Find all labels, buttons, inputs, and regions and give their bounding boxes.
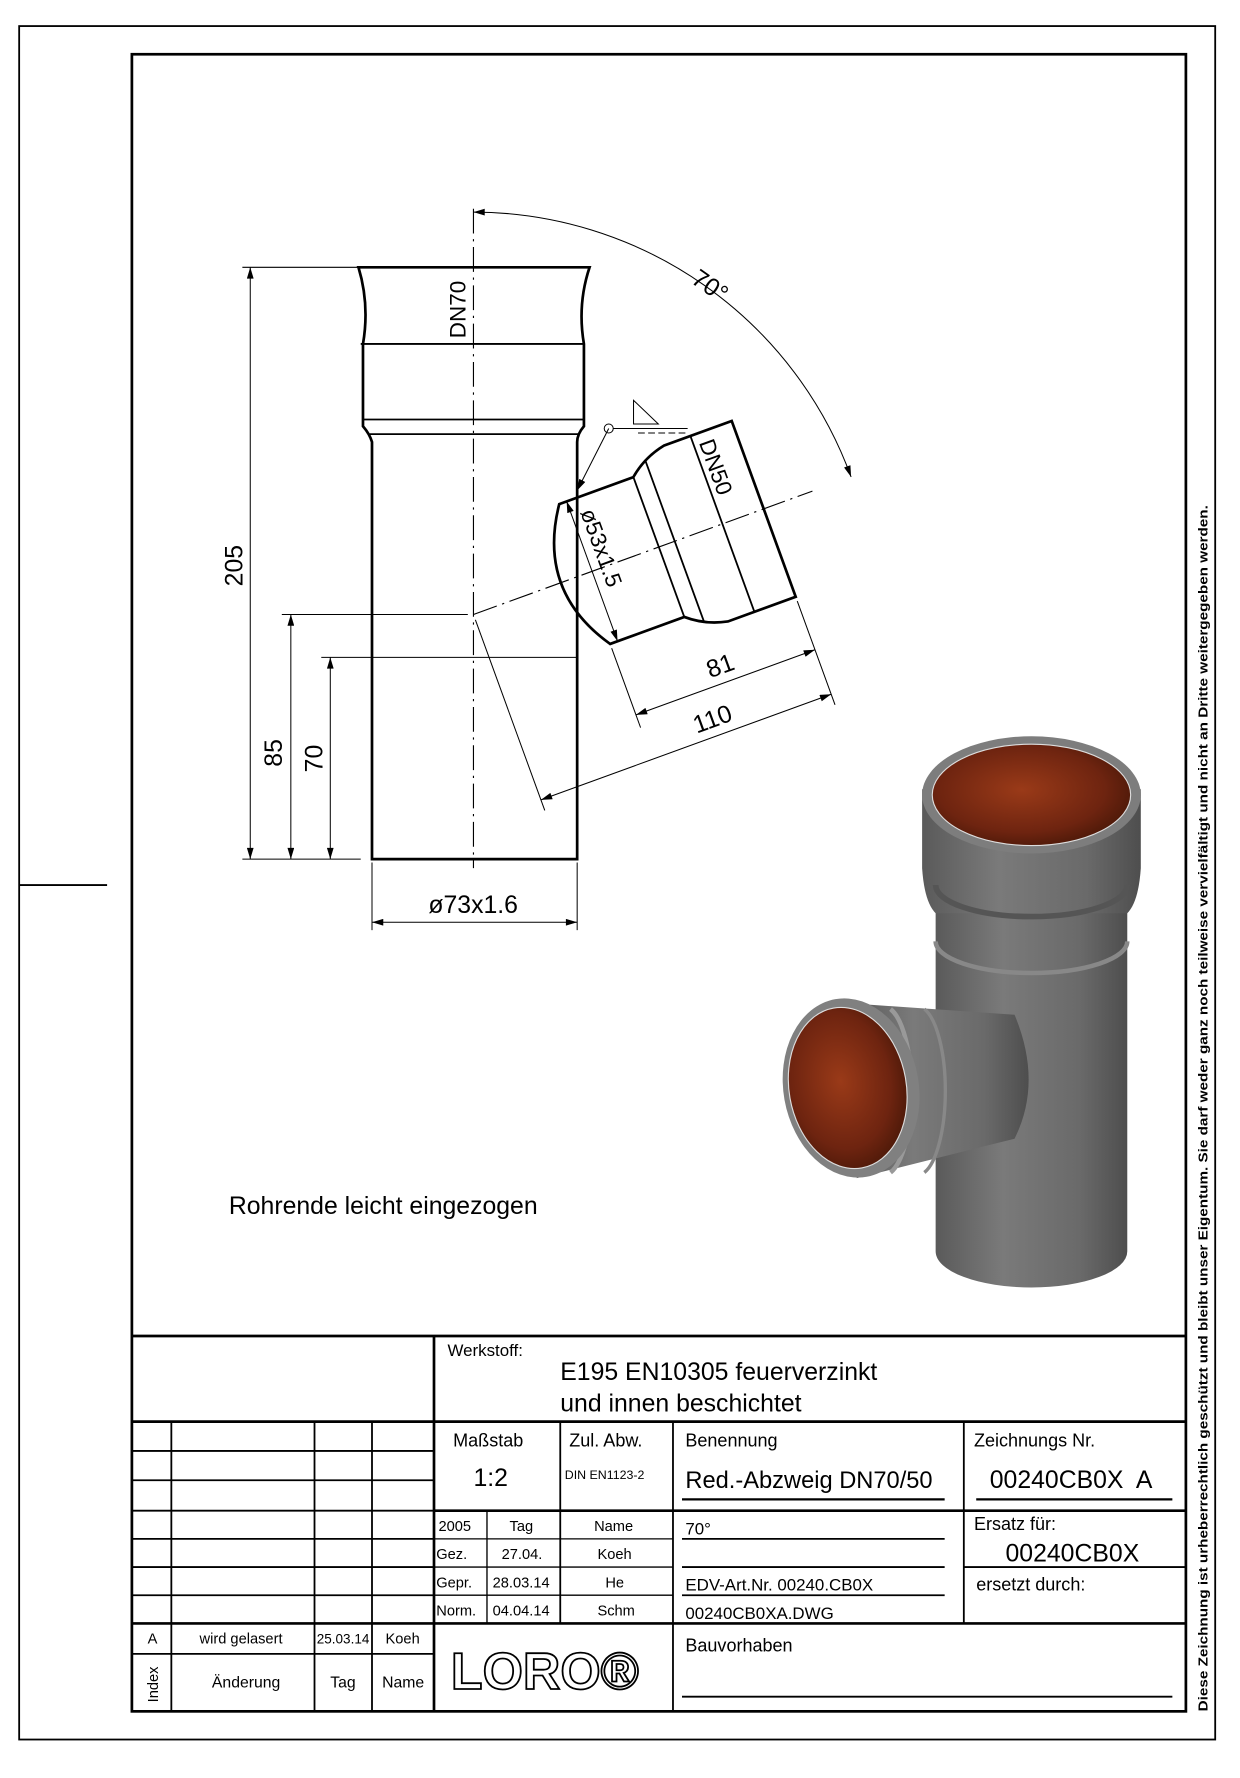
copyright-notice: Diese Zeichnung ist urheberrechtlich ges… [1195, 505, 1210, 1711]
revision-header-change: Änderung [212, 1674, 280, 1692]
branch-outline [552, 419, 798, 646]
material-line1: E195 EN10305 feuerverzinkt [560, 1359, 877, 1386]
approval-header-name: Name [594, 1519, 633, 1535]
dim-205-label: 205 [221, 545, 248, 586]
approval-role: Norm. [436, 1604, 476, 1620]
dim-70-label: 70 [301, 745, 328, 773]
drawing-no-value: 00240CB0X A [990, 1467, 1153, 1494]
title-block: Werkstoff: E195 EN10305 feuerverzinkt un… [146, 1341, 1153, 1702]
angle-value: 70° [685, 1519, 711, 1538]
name-value: Red.-Abzweig DN70/50 [685, 1468, 932, 1494]
scale-label: Maßstab [453, 1430, 523, 1450]
edv-art-nr: EDV-Art.Nr. 00240.CB0X [685, 1576, 873, 1595]
scale-value: 1:2 [473, 1465, 507, 1492]
branch-pipe-view: DN50 ø53x1.5 81 110 [473, 419, 836, 811]
revision-name: Koeh [386, 1632, 420, 1648]
revision-header-index: Index [146, 1666, 162, 1702]
approval-name: He [605, 1575, 624, 1591]
branch-centerline [473, 490, 813, 616]
dn70-label: DN70 [446, 281, 471, 339]
pipe-end-note: Rohrende leicht eingezogen [229, 1193, 538, 1220]
replaced-by-label: ersetzt durch: [976, 1575, 1085, 1595]
weld-symbol [576, 399, 688, 491]
approval-date: 04.04.14 [493, 1604, 550, 1620]
main-pipe-view: DN70 205 85 70 ø73x1.6 [221, 208, 592, 931]
title-block-grid [131, 1334, 1186, 1712]
dim-81-label: 81 [703, 649, 738, 684]
dim-line-110 [540, 693, 832, 801]
approval-date: 28.03.14 [493, 1575, 550, 1591]
dim-110-label: 110 [690, 700, 736, 739]
loro-logo: LORO® [451, 1642, 639, 1700]
replaces-value: 00240CB0X [1006, 1540, 1140, 1567]
revision-index: A [148, 1632, 158, 1648]
tolerance-label: Zul. Abw. [569, 1430, 642, 1450]
dim-85-label: 85 [261, 739, 288, 767]
tolerance-value: DIN EN1123-2 [565, 1468, 645, 1482]
dn50-label: DN50 [694, 436, 737, 499]
approval-date: 27.04. [502, 1547, 543, 1563]
main-diameter-label: ø73x1.6 [428, 892, 518, 919]
file-name: 00240CB0XA.DWG [685, 1604, 833, 1623]
approval-role: Gepr. [436, 1575, 472, 1591]
material-label: Werkstoff: [448, 1341, 523, 1360]
approval-name: Schm [597, 1604, 634, 1620]
drawing-border [130, 52, 1188, 1713]
revision-change: wird gelasert [199, 1632, 283, 1648]
revision-header-name: Name [382, 1675, 424, 1692]
project-label: Bauvorhaben [685, 1636, 792, 1656]
approval-header-day: Tag [510, 1519, 534, 1535]
approval-header-year: 2005 [439, 1519, 472, 1535]
drawing-no-label: Zeichnungs Nr. [974, 1430, 1095, 1450]
approval-name: Koeh [597, 1547, 631, 1563]
replaces-label: Ersatz für: [974, 1514, 1056, 1534]
revision-header-day: Tag [330, 1675, 355, 1692]
material-line2: und innen beschichtet [560, 1390, 801, 1417]
approval-role: Gez. [436, 1547, 467, 1563]
outer-frame [18, 25, 1217, 1741]
revision-date: 25.03.14 [317, 1632, 370, 1647]
name-label: Benennung [685, 1430, 777, 1450]
pipe-3d-rendering [782, 736, 1141, 1288]
